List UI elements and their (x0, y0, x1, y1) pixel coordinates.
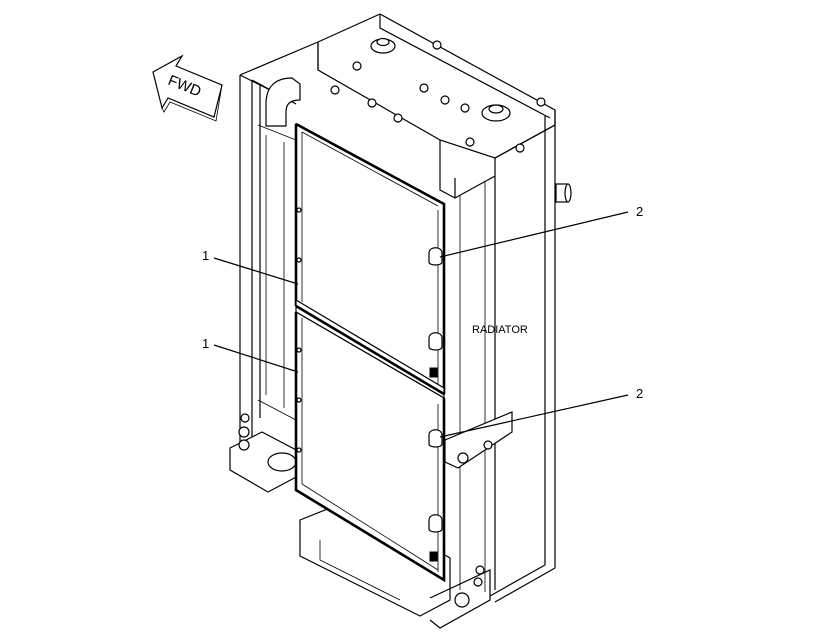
callout-number: 1 (202, 248, 209, 263)
latch (428, 514, 443, 533)
radiator-label: RADIATOR (472, 324, 528, 336)
forward-arrow-icon: FWD (152, 54, 223, 122)
panel-latches (428, 247, 443, 533)
latch (428, 429, 443, 448)
callout-number: 2 (636, 386, 643, 401)
callout-number: 1 (202, 336, 209, 351)
screen-panels (294, 122, 446, 583)
callouts: 1 1 2 2 (202, 204, 643, 438)
latch (428, 332, 443, 351)
radiator-housing (229, 13, 572, 629)
callout-number: 2 (636, 204, 643, 219)
latch (428, 247, 443, 266)
